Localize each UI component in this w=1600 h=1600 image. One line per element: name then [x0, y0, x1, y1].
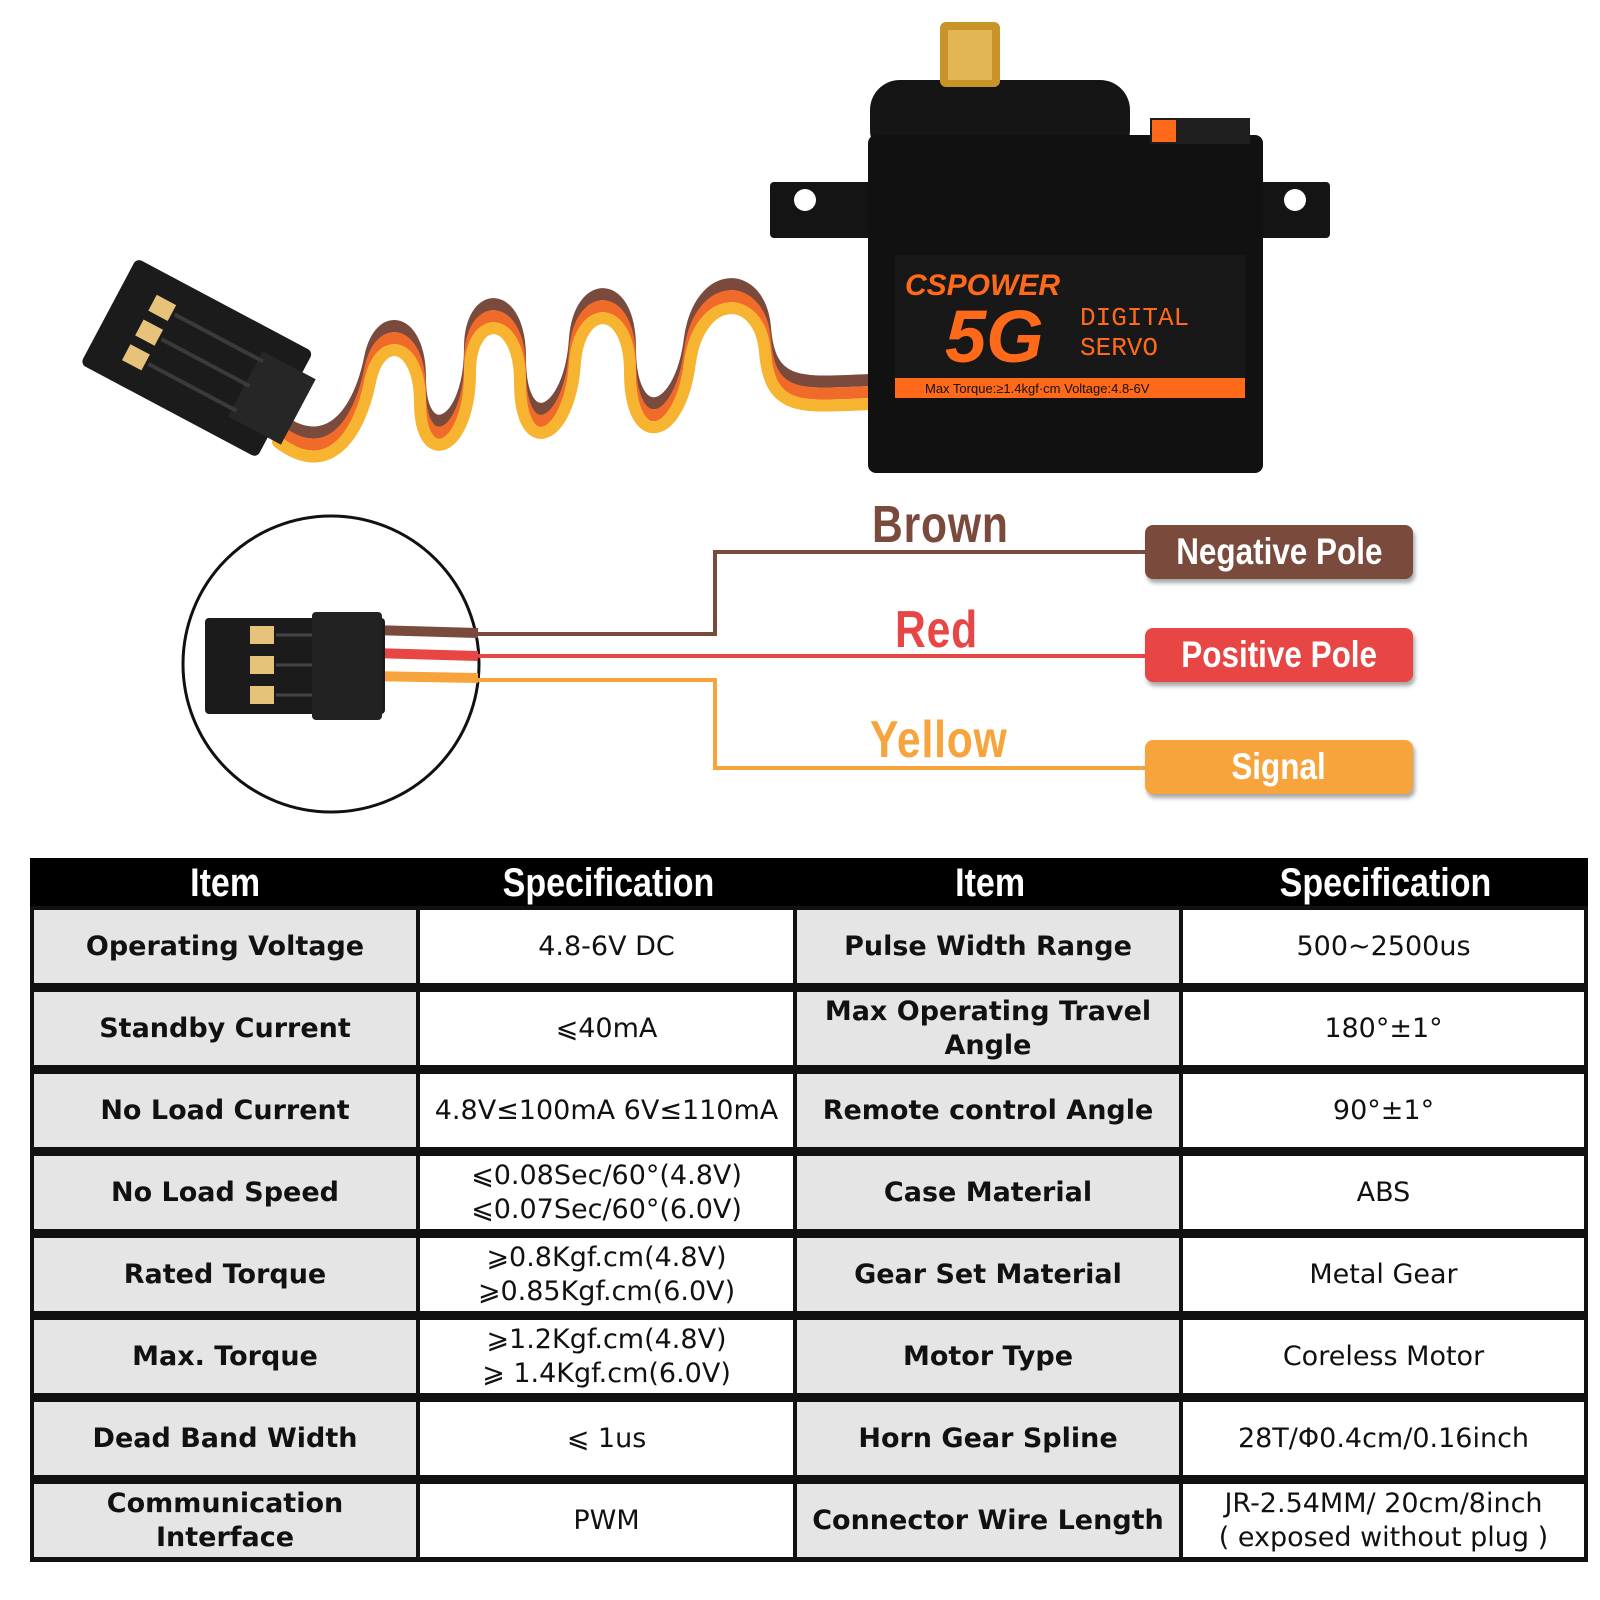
row-spec-right: 180°±1° — [1183, 992, 1584, 1065]
table-header: Item Specification Item Specification — [30, 858, 1588, 908]
brown-lead — [369, 625, 479, 638]
type-line-2: SERVO — [1080, 333, 1158, 363]
row-spec-right: Coreless Motor — [1183, 1320, 1584, 1393]
yellow-lead — [369, 671, 479, 683]
header-item-2: Item — [955, 860, 1025, 905]
row-item-left: No Load Speed — [34, 1156, 416, 1229]
row-item-left: No Load Current — [34, 1074, 416, 1147]
red-lead — [369, 648, 479, 661]
model-text: 5G — [945, 295, 1044, 378]
table-row: No Load Speed⩽0.08Sec/60°(4.8V) ⩽0.07Sec… — [30, 1152, 1588, 1234]
table-row: Max. Torque⩾1.2Kgf.cm(4.8V) ⩾ 1.4Kgf.cm(… — [30, 1316, 1588, 1398]
row-item-right: Connector Wire Length — [797, 1484, 1179, 1557]
row-item-right: Case Material — [797, 1156, 1179, 1229]
row-spec-left: 4.8V≤100mA 6V≤110mA — [420, 1074, 793, 1147]
type-line-1: DIGITAL — [1080, 303, 1189, 333]
pole-pill-signal: Signal — [1145, 740, 1413, 794]
row-item-left: Max. Torque — [34, 1320, 416, 1393]
pole-pill-negative: Negative Pole — [1145, 525, 1413, 579]
row-spec-right: 500~2500us — [1183, 910, 1584, 983]
row-item-right: Gear Set Material — [797, 1238, 1179, 1311]
row-spec-left: ⩽0.08Sec/60°(4.8V) ⩽0.07Sec/60°(6.0V) — [420, 1156, 793, 1229]
row-item-left: Operating Voltage — [34, 910, 416, 983]
pole-label-positive: Positive Pole — [1181, 634, 1377, 675]
pole-pill-positive: Positive Pole — [1145, 628, 1413, 682]
header-spec-2: Specification — [1279, 860, 1492, 905]
row-spec-left: PWM — [420, 1484, 793, 1557]
row-item-right: Motor Type — [797, 1320, 1179, 1393]
row-spec-right: Metal Gear — [1183, 1238, 1584, 1311]
servo-body: CSPOWER 5G DIGITAL SERVO Max Torque:≥1.4… — [770, 22, 1330, 473]
coiled-cable — [272, 278, 876, 463]
brown-route-line — [478, 550, 1145, 636]
row-item-right: Max Operating Travel Angle — [797, 992, 1179, 1065]
wire-label-brown: Brown — [872, 496, 1009, 554]
row-spec-right: 28T/Φ0.4cm/0.16inch — [1183, 1402, 1584, 1475]
row-spec-right: ABS — [1183, 1156, 1584, 1229]
row-spec-left: ⩽ 1us — [420, 1402, 793, 1475]
row-item-left: Rated Torque — [34, 1238, 416, 1311]
row-spec-left: ⩾0.8Kgf.cm(4.8V) ⩾0.85Kgf.cm(6.0V) — [420, 1238, 793, 1311]
brand-logo: CSPOWER — [905, 269, 1060, 302]
row-item-left: Standby Current — [34, 992, 416, 1065]
row-item-right: Pulse Width Range — [797, 910, 1179, 983]
row-item-left: Communication Interface — [34, 1484, 416, 1557]
yellow-route-line — [478, 678, 1145, 770]
row-spec-left: 4.8-6V DC — [420, 910, 793, 983]
wire-label-red: Red — [895, 601, 979, 659]
servo-image: CSPOWER 5G DIGITAL SERVO Max Torque:≥1.4… — [82, 22, 1330, 473]
label-strip: Max Torque:≥1.4kgf·cm Voltage:4.8-6V — [925, 381, 1150, 396]
row-spec-left: ⩽40mA — [420, 992, 793, 1065]
header-item-1: Item — [190, 860, 260, 905]
wiring-diagram — [181, 514, 1145, 814]
row-item-right: Remote control Angle — [797, 1074, 1179, 1147]
pole-label-signal: Signal — [1231, 746, 1327, 787]
row-spec-left: ⩾1.2Kgf.cm(4.8V) ⩾ 1.4Kgf.cm(6.0V) — [420, 1320, 793, 1393]
header-spec-1: Specification — [502, 860, 715, 905]
connector-plug — [82, 260, 316, 456]
table-row: Rated Torque⩾0.8Kgf.cm(4.8V) ⩾0.85Kgf.cm… — [30, 1234, 1588, 1316]
connector-plug-zoom — [205, 612, 385, 720]
row-item-right: Horn Gear Spline — [797, 1402, 1179, 1475]
row-item-left: Dead Band Width — [34, 1402, 416, 1475]
wire-label-yellow: Yellow — [870, 711, 1008, 769]
pole-label-negative: Negative Pole — [1175, 531, 1383, 572]
row-spec-right: 90°±1° — [1183, 1074, 1584, 1147]
row-spec-right: JR-2.54MM/ 20cm/8inch ( exposed without … — [1183, 1484, 1584, 1557]
